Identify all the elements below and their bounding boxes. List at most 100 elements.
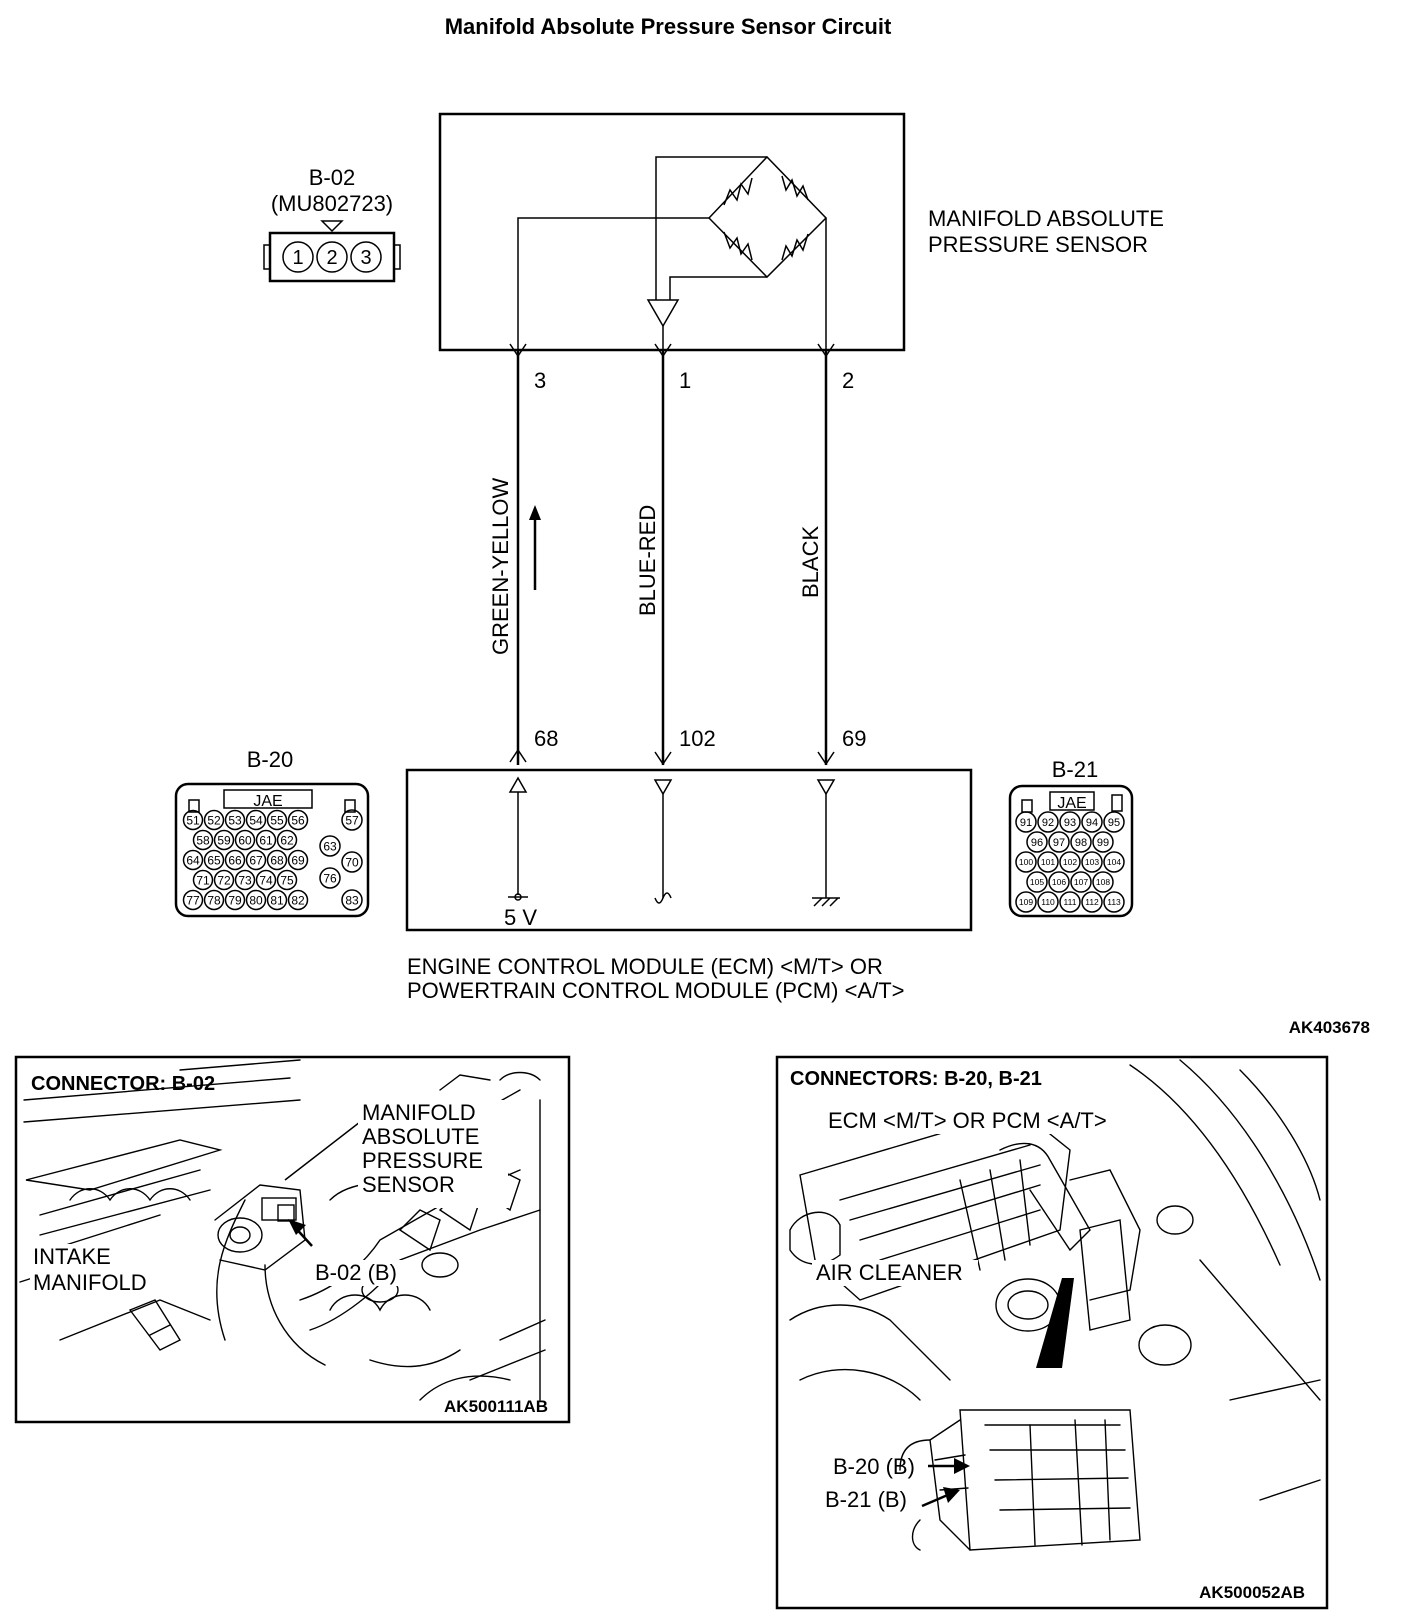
b02-connector-icon: B-02 (MU802723) 1 2 3 bbox=[263, 165, 401, 283]
b20-pin-60: 60 bbox=[238, 833, 252, 847]
b20-pin-75-circle bbox=[276, 869, 298, 891]
b21-pin-93: 93 bbox=[1064, 817, 1076, 829]
b20-pin-81-circle bbox=[266, 889, 288, 911]
b20-pin-51: 51 bbox=[186, 813, 200, 827]
b21-pin-108: 108 bbox=[1096, 877, 1110, 887]
b21-pin-105: 105 bbox=[1030, 877, 1044, 887]
b20-pin-64-circle bbox=[182, 849, 204, 871]
b20-pin-70-circle bbox=[341, 851, 363, 873]
sensor-label-line2: PRESSURE SENSOR bbox=[928, 232, 1148, 257]
b20-pin-57: 57 bbox=[345, 813, 359, 827]
b20-pin-63-circle bbox=[319, 835, 341, 857]
panel-left-intake-label-2: MANIFOLD bbox=[33, 1270, 147, 1295]
b20-pin-52-circle bbox=[203, 809, 225, 831]
sensor-pin-1: 1 bbox=[679, 368, 691, 393]
b20-pin-65-circle bbox=[203, 849, 225, 871]
ecm-pin-68: 68 bbox=[534, 726, 558, 751]
b20-pin-61-circle bbox=[255, 829, 277, 851]
panel-right-code: AK500052AB bbox=[1199, 1583, 1305, 1602]
b20-id: B-20 bbox=[247, 747, 293, 772]
wire-color-blue-red: BLUE-RED bbox=[635, 505, 660, 616]
diagram-code: AK403678 bbox=[1289, 1018, 1370, 1037]
b21-pin-99-circle bbox=[1092, 831, 1114, 853]
b20-pin-77: 77 bbox=[186, 893, 200, 907]
b21-pin-99: 99 bbox=[1097, 837, 1109, 849]
panel-left-sensor-label: MANIFOLD ABSOLUTE PRESSURE SENSOR bbox=[358, 1100, 508, 1208]
diagram-title: Manifold Absolute Pressure Sensor Circui… bbox=[445, 14, 892, 39]
ecm-pin-102: 102 bbox=[679, 726, 716, 751]
b21-pin-110-circle bbox=[1037, 891, 1059, 913]
b21-pin-105-circle bbox=[1026, 871, 1048, 893]
b20-pin-56: 56 bbox=[291, 813, 305, 827]
wire-color-green-yellow: GREEN-YELLOW bbox=[488, 478, 513, 655]
panel-right-air-cleaner: AIR CLEANER bbox=[816, 1260, 963, 1285]
b21-pin-104-circle bbox=[1103, 851, 1125, 873]
panel-left-sensor-label-3: PRESSURE bbox=[362, 1148, 483, 1173]
b20-pin-72-circle bbox=[213, 869, 235, 891]
b02-connector-part: (MU802723) bbox=[271, 191, 393, 216]
b20-pin-59: 59 bbox=[217, 833, 231, 847]
ecm-label-line2: POWERTRAIN CONTROL MODULE (PCM) <A/T> bbox=[407, 978, 905, 1003]
b20-pin-60-circle bbox=[234, 829, 256, 851]
b20-pin-79-circle bbox=[224, 889, 246, 911]
b20-pin-72: 72 bbox=[217, 873, 231, 887]
b21-pin-98-circle bbox=[1070, 831, 1092, 853]
b20-pin-55-circle bbox=[266, 809, 288, 831]
b21-pin-93-circle bbox=[1059, 811, 1081, 833]
wire-blue-red bbox=[654, 343, 672, 766]
b21-pin-96-circle bbox=[1026, 831, 1048, 853]
b21-pin-91-circle bbox=[1015, 811, 1037, 833]
b21-pin-101-circle bbox=[1037, 851, 1059, 873]
b21-pin-98: 98 bbox=[1075, 837, 1087, 849]
b20-pin-82-circle bbox=[287, 889, 309, 911]
b20-pin-79: 79 bbox=[228, 893, 242, 907]
b20-pin-74-circle bbox=[255, 869, 277, 891]
b21-maker: JAE bbox=[1057, 795, 1086, 812]
b20-pin-78-circle bbox=[203, 889, 225, 911]
b20-pin-71-circle bbox=[192, 869, 214, 891]
b20-maker: JAE bbox=[253, 793, 282, 810]
wire-green-yellow bbox=[509, 343, 541, 765]
panel-left-intake-label-1: INTAKE bbox=[33, 1244, 111, 1269]
panel-left-callout: B-02 (B) bbox=[315, 1260, 397, 1285]
ecm-supply-5v: 5 V bbox=[504, 905, 537, 930]
ecm-box bbox=[405, 768, 973, 932]
b21-pin-112-circle bbox=[1081, 891, 1103, 913]
b20-pin-81: 81 bbox=[270, 893, 284, 907]
b20-pin-65: 65 bbox=[207, 853, 221, 867]
b21-pin-92-circle bbox=[1037, 811, 1059, 833]
b20-pin-53: 53 bbox=[228, 813, 242, 827]
b20-pin-69: 69 bbox=[291, 853, 305, 867]
sensor-pin-2: 2 bbox=[842, 368, 854, 393]
panel-right-callout-b21: B-21 (B) bbox=[825, 1487, 907, 1512]
sensor-pin-3: 3 bbox=[534, 368, 546, 393]
b20-pin-75: 75 bbox=[280, 873, 294, 887]
b21-pin-113: 113 bbox=[1107, 897, 1121, 907]
b21-pin-112: 112 bbox=[1085, 897, 1099, 907]
b20-pin-63: 63 bbox=[323, 839, 337, 853]
b20-pin-80-circle bbox=[245, 889, 267, 911]
b20-pin-82: 82 bbox=[291, 893, 305, 907]
b21-pin-103-circle bbox=[1081, 851, 1103, 873]
panel-left-intake-label: INTAKE MANIFOLD bbox=[30, 1244, 164, 1298]
panel-connectors-b20-b21 bbox=[775, 1055, 1329, 1610]
b20-pin-67-circle bbox=[245, 849, 267, 871]
b02-pin-1: 1 bbox=[292, 247, 303, 269]
panel-left-heading: CONNECTOR: B-02 bbox=[31, 1073, 215, 1095]
b20-pin-83: 83 bbox=[345, 893, 359, 907]
b21-pin-101: 101 bbox=[1041, 857, 1055, 867]
b20-pin-69-circle bbox=[287, 849, 309, 871]
b20-pin-76-circle bbox=[319, 867, 341, 889]
b20-pin-52: 52 bbox=[207, 813, 221, 827]
b02-pin-2: 2 bbox=[326, 247, 337, 269]
b21-pin-97: 97 bbox=[1053, 837, 1065, 849]
b21-pin-103: 103 bbox=[1085, 857, 1099, 867]
b20-pin-54-circle bbox=[245, 809, 267, 831]
b21-pin-100-circle bbox=[1015, 851, 1037, 873]
map-sensor-box bbox=[438, 112, 906, 352]
